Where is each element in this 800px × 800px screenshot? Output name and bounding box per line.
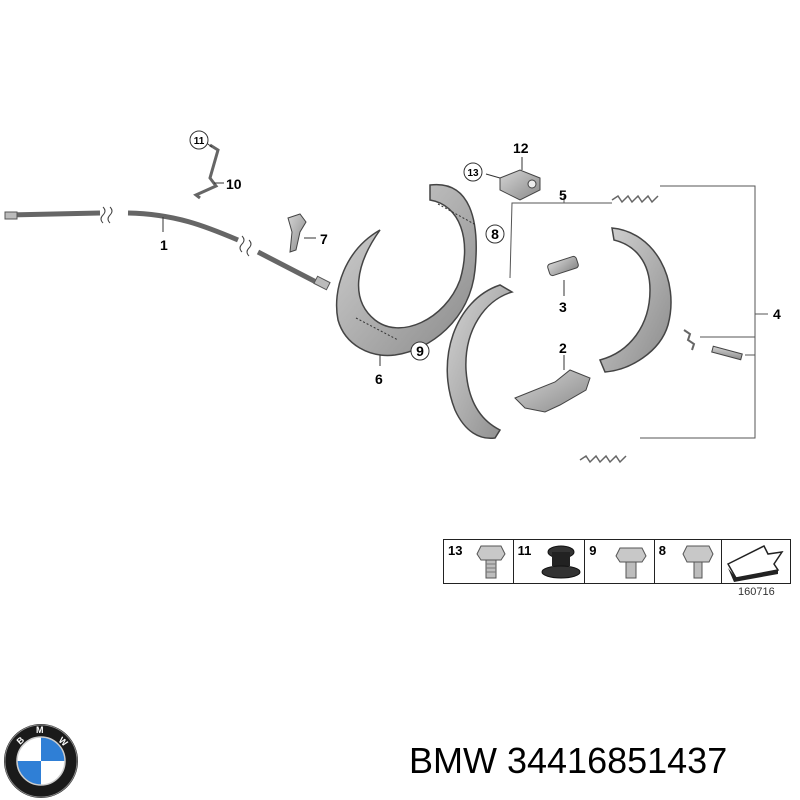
adjuster-strut (547, 255, 579, 296)
adjuster-housing (485, 157, 541, 201)
legend-label: 13 (448, 543, 463, 558)
svg-text:B: B (15, 734, 27, 746)
brake-shoe-right (598, 227, 672, 373)
hex-bolt-icon (476, 545, 506, 579)
callout-6: 6 (375, 371, 383, 387)
legend-label: 8 (658, 543, 667, 558)
legend-label: 11 (517, 543, 532, 558)
callout-5: 5 (559, 187, 567, 203)
callout-12: 12 (513, 140, 529, 156)
legend-label: 9 (589, 543, 597, 558)
callout-2: 2 (559, 340, 567, 356)
direction-arrow-icon (726, 544, 784, 582)
callout-4: 4 (773, 306, 781, 322)
callout-3: 3 (559, 299, 567, 315)
hex-bolt-icon (615, 547, 647, 579)
svg-text:M: M (36, 725, 44, 735)
cable-clip (193, 141, 224, 200)
diagram-number: 160716 (738, 586, 775, 598)
callout-10: 10 (226, 176, 242, 192)
part-caption: BMW 34416851437 (409, 740, 728, 781)
rubber-grommet-icon (541, 545, 581, 579)
springs (579, 194, 743, 464)
callout-9: 9 (416, 343, 424, 359)
leader-5 (509, 202, 612, 279)
fastener-legend: 13 11 9 8 (443, 539, 791, 584)
bracket (287, 213, 316, 253)
brake-cable (4, 206, 331, 291)
bmw-logo-icon: B M W (4, 724, 78, 798)
callout-1: 1 (160, 237, 168, 253)
legend-item: 9 (585, 540, 655, 583)
leader-4 (640, 185, 756, 439)
parts-diagram: 11 13 8 9 1 2 3 4 5 6 7 10 12 (4, 130, 781, 464)
callout-11: 11 (194, 136, 205, 147)
expander-lever (514, 355, 591, 413)
legend-item: 11 (514, 540, 586, 583)
hex-bolt-icon (682, 545, 714, 579)
backing-plate (335, 183, 477, 366)
brake-shoe-left (446, 284, 514, 440)
callout-8: 8 (491, 226, 499, 242)
legend-item: 8 (655, 540, 723, 583)
legend-item: 13 (444, 540, 514, 583)
callout-7: 7 (320, 231, 328, 247)
callout-13: 13 (467, 168, 479, 179)
legend-item (722, 540, 790, 583)
